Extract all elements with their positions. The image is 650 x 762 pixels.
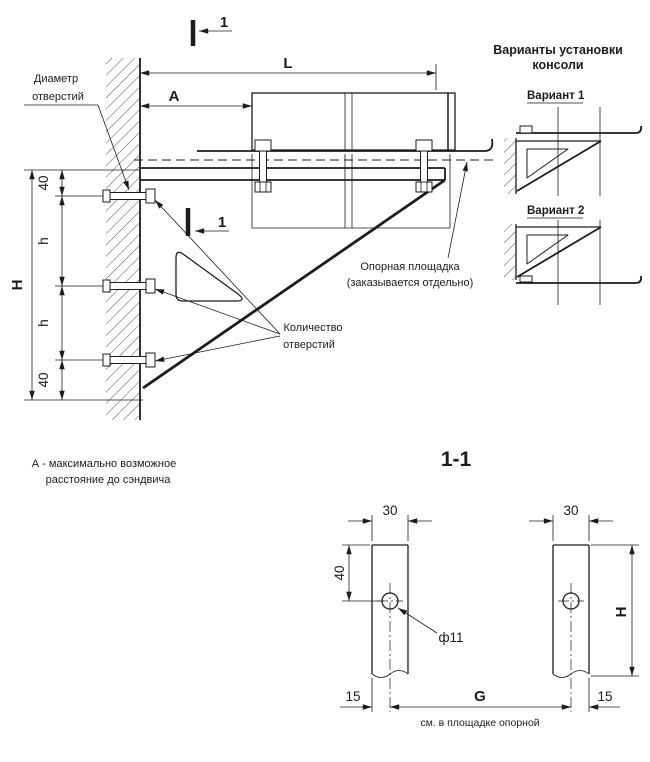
dim-40-top: 40 [36, 175, 51, 190]
support-platform-label-2: (заказывается отдельно) [347, 277, 474, 289]
variant-1-drawing [504, 107, 643, 196]
footnote-A: А - максимально возможное расстояние до … [32, 458, 176, 486]
dimension-A: A [140, 88, 253, 115]
dimension-30-left: 30 [348, 503, 432, 541]
anchor-bolt-top [102, 188, 156, 204]
bracket-arm [140, 167, 446, 181]
dim-H-section: H [613, 607, 630, 618]
dim-40-bottom: 40 [36, 372, 51, 387]
dimension-30-right: 30 [529, 503, 613, 541]
cut-label-mid: 1 [218, 214, 226, 231]
dim-G: G [474, 688, 486, 705]
hole-diameter-label-2: отверстий [32, 91, 84, 103]
leader-line [447, 161, 468, 259]
variant-2-label: Вариант 2 [527, 205, 584, 217]
note-line-2: расстояние до сэндвича [46, 474, 172, 486]
platform-bolt-right [415, 139, 433, 193]
support-platform-label-1: Опорная площадка [360, 261, 460, 273]
leader-line [397, 607, 438, 634]
section-note: см. в площадке опорной [420, 717, 539, 729]
cut-label-top: 1 [220, 14, 228, 31]
left-plate [371, 544, 409, 712]
note-line-1: А - максимально возможное [32, 458, 176, 470]
dim-30-right: 30 [563, 503, 578, 518]
hole-diameter-callout: Диаметр отверстий [24, 73, 130, 191]
hole-size-callout: ф11 [397, 607, 464, 645]
gusset-plate [175, 251, 243, 302]
support-platform-callout: Опорная площадка (заказывается отдельно) [347, 161, 474, 289]
dim-15-left: 15 [345, 689, 360, 704]
dimension-L: L [140, 55, 437, 90]
support-platform [134, 138, 497, 161]
leader-line [97, 104, 130, 191]
dim-H-label: H [9, 280, 26, 291]
right-plate [552, 544, 590, 712]
dim-15-right: 15 [597, 689, 612, 704]
section-cut-middle: 1 [185, 208, 229, 236]
anchor-bolt-bottom [102, 352, 156, 368]
leader-line [154, 199, 281, 335]
wall [106, 58, 141, 420]
holes-count-callout: Количество отверстий [154, 199, 343, 362]
variants-panel: Варианты установки консоли Вариант 1 Вар… [493, 43, 643, 305]
leader-line [154, 335, 281, 362]
variant-2-drawing [504, 220, 643, 305]
variant-1-label: Вариант 1 [527, 90, 585, 102]
section-title: 1-1 [441, 448, 472, 471]
dim-30-left: 30 [382, 503, 397, 518]
platform-bolt-left [254, 139, 272, 193]
leader-line [154, 288, 281, 335]
chimney-pipe [251, 92, 456, 229]
dimension-chain-bottom: 15 G 15 см. в площадке опорной [340, 678, 620, 729]
dim-h-upper: h [36, 237, 51, 245]
holes-count-label-1: Количество [283, 322, 342, 334]
dim-L-label: L [283, 55, 292, 72]
dim-hole: ф11 [438, 630, 463, 645]
dim-A-label: A [169, 88, 180, 105]
dimension-H-section: H [591, 544, 639, 677]
hole-diameter-label-1: Диаметр [34, 73, 78, 85]
section-1-1: 1-1 30 [332, 448, 639, 729]
holes-count-label-2: отверстий [283, 339, 335, 351]
dim-40: 40 [332, 565, 347, 580]
dimension-chain-left: 40 h h 40 H [9, 169, 143, 401]
section-cut-top: 1 [190, 14, 232, 46]
dimension-40: 40 [332, 544, 384, 602]
variants-title-1: Варианты установки [493, 43, 623, 57]
dim-h-lower: h [36, 319, 51, 327]
wall-hatching [106, 58, 140, 420]
variants-title-2: консоли [532, 58, 583, 72]
